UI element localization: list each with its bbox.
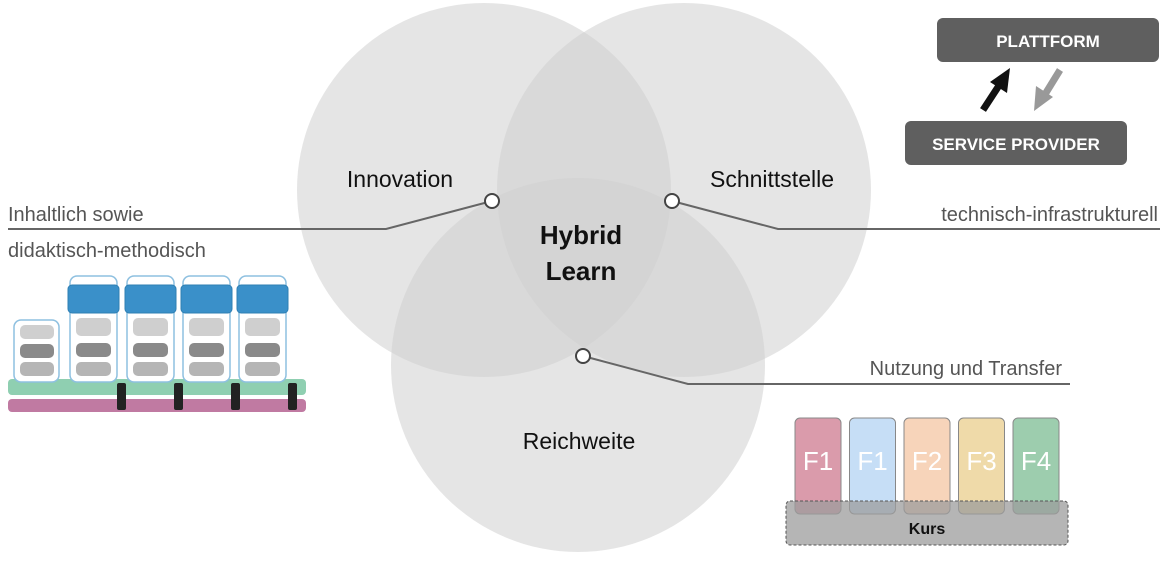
circle-reichweite bbox=[391, 178, 765, 552]
arrow-up-head bbox=[990, 68, 1010, 93]
rail-connector bbox=[117, 383, 126, 410]
callout-dot-right bbox=[664, 193, 680, 209]
label-schnittstelle: Schnittstelle bbox=[710, 166, 834, 192]
module-cap bbox=[124, 284, 177, 314]
module-cap bbox=[67, 284, 120, 314]
label-innovation: Innovation bbox=[347, 166, 453, 192]
arrow-down-shaft bbox=[1041, 68, 1063, 98]
rail-connector bbox=[231, 383, 240, 410]
module-slot bbox=[76, 343, 111, 357]
platform-label: PLATTFORM bbox=[996, 32, 1100, 51]
module-slot bbox=[245, 318, 280, 336]
center-title-line2: Learn bbox=[546, 256, 617, 286]
course-module-label: F1 bbox=[857, 446, 887, 476]
module-slot bbox=[245, 362, 280, 376]
module-cap bbox=[236, 284, 289, 314]
module-slot bbox=[20, 344, 54, 358]
module-slot bbox=[245, 343, 280, 357]
service-provider-label: SERVICE PROVIDER bbox=[932, 135, 1100, 154]
callout-right: technisch-infrastrukturell bbox=[941, 204, 1158, 226]
callout-line-bottom bbox=[582, 355, 1070, 385]
platform-graphic: PLATTFORM SERVICE PROVIDER bbox=[905, 18, 1159, 165]
service-provider-box bbox=[905, 121, 1127, 165]
callout-dot-bottom bbox=[575, 348, 591, 364]
arrow-down-head bbox=[1034, 86, 1053, 111]
rail-connector bbox=[288, 383, 297, 410]
venn-diagram: Innovation Schnittstelle Reichweite Hybr… bbox=[297, 3, 871, 552]
course-base bbox=[785, 500, 1069, 546]
module-slot bbox=[189, 318, 224, 336]
module-slot bbox=[133, 318, 168, 336]
course-module-label: F2 bbox=[912, 446, 942, 476]
callout-lines bbox=[8, 200, 1160, 385]
module-slot bbox=[76, 362, 111, 376]
rail-connector bbox=[174, 383, 183, 410]
callout-left-line1: Inhaltlich sowie bbox=[8, 204, 144, 226]
callout-line-left bbox=[8, 200, 493, 230]
callout-bottom-right: Nutzung und Transfer bbox=[870, 358, 1063, 380]
callout-dot-left bbox=[484, 193, 500, 209]
module-slot bbox=[76, 318, 111, 336]
callout-line-right bbox=[671, 200, 1160, 230]
module-slot bbox=[133, 362, 168, 376]
course-module-label: F4 bbox=[1021, 446, 1051, 476]
module-slot bbox=[20, 362, 54, 376]
course-module-label: F1 bbox=[803, 446, 833, 476]
module-stack-graphic bbox=[8, 275, 306, 412]
platform-box bbox=[937, 18, 1159, 62]
module-slot bbox=[133, 343, 168, 357]
module-slot bbox=[189, 343, 224, 357]
module-cap bbox=[180, 284, 233, 314]
arrow-up-shaft bbox=[980, 82, 1003, 112]
course-label: Kurs bbox=[909, 521, 946, 538]
label-reichweite: Reichweite bbox=[523, 428, 636, 454]
rail-pink bbox=[8, 399, 306, 412]
center-title-line1: Hybrid bbox=[540, 220, 622, 250]
module-slot bbox=[20, 325, 54, 339]
callout-left-line2: didaktisch-methodisch bbox=[8, 240, 206, 262]
course-module-label: F3 bbox=[966, 446, 996, 476]
module-slot bbox=[189, 362, 224, 376]
